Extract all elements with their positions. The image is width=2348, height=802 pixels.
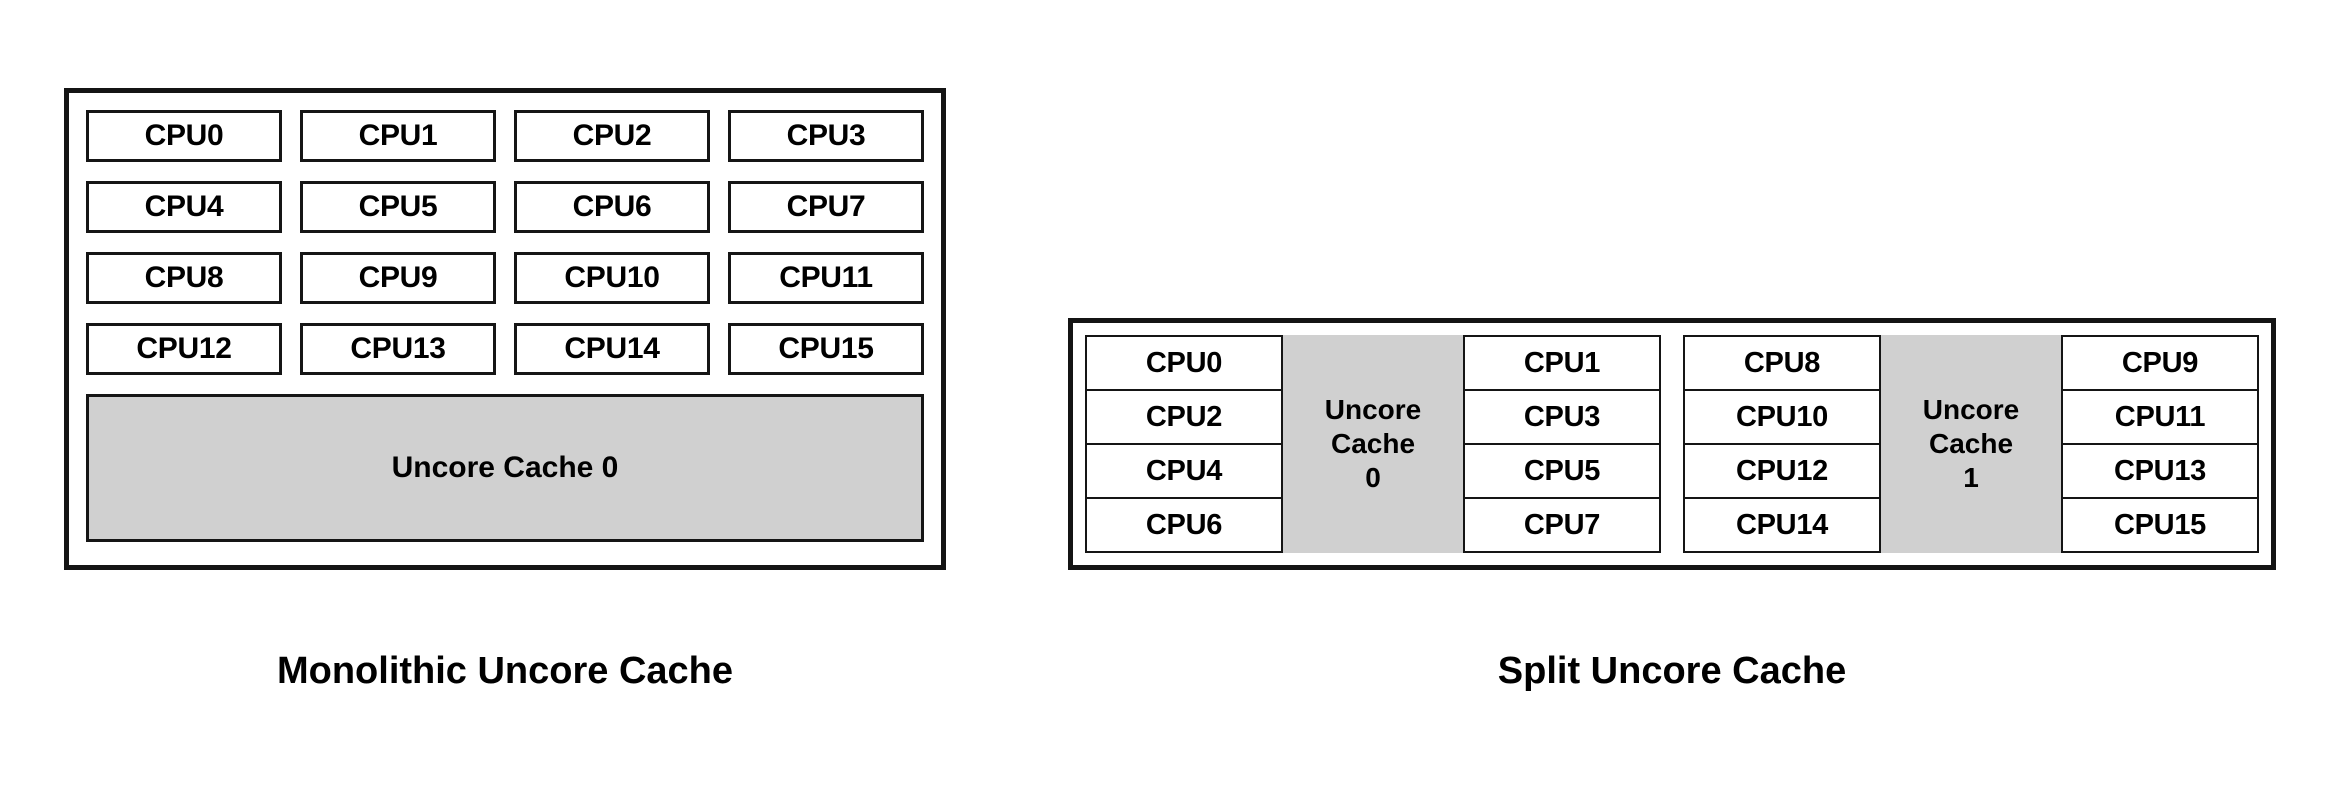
cluster-left-cpu-column: CPU8 CPU10 CPU12 CPU14: [1683, 335, 1881, 553]
cpu-box: CPU14: [514, 323, 710, 375]
cpu-label: CPU15: [778, 332, 874, 365]
uncore-cache-label-line2: Cache: [1330, 427, 1416, 459]
cpu-box: CPU5: [1463, 443, 1661, 499]
cpu-box: CPU6: [514, 181, 710, 233]
split-cluster-row: CPU0 CPU2 CPU4 CPU6 Uncore Cache 0 CPU1 …: [1085, 335, 2259, 553]
cpu-box: CPU9: [2061, 335, 2259, 391]
cpu-label: CPU5: [358, 190, 438, 223]
cpu-label: CPU3: [1523, 400, 1601, 433]
cpu-label: CPU1: [1523, 346, 1601, 379]
cpu-box: CPU8: [86, 252, 282, 304]
cpu-box: CPU3: [728, 110, 924, 162]
cpu-box: CPU1: [1463, 335, 1661, 391]
monolithic-cpu-grid: CPU0 CPU1 CPU2 CPU3 CPU4 CPU5 CPU6 CPU7 …: [86, 110, 924, 375]
monolithic-figure-caption: Monolithic Uncore Cache: [276, 650, 734, 692]
cpu-label: CPU8: [1743, 346, 1821, 379]
cpu-label: CPU0: [1145, 346, 1223, 379]
cpu-box: CPU2: [1085, 389, 1283, 445]
cpu-label: CPU2: [572, 119, 652, 152]
cpu-box: CPU12: [1683, 443, 1881, 499]
cpu-label: CPU7: [786, 190, 866, 223]
uncore-cache-label-line1: Uncore: [1922, 393, 2020, 425]
cpu-label: CPU7: [1523, 508, 1601, 541]
cpu-box: CPU4: [86, 181, 282, 233]
cpu-label: CPU0: [144, 119, 224, 152]
cpu-label: CPU4: [144, 190, 224, 223]
cluster-right-cpu-column: CPU1 CPU3 CPU5 CPU7: [1463, 335, 1661, 553]
cpu-box: CPU2: [514, 110, 710, 162]
cpu-label: CPU9: [358, 261, 438, 294]
cpu-box: CPU7: [1463, 497, 1661, 553]
cpu-label: CPU4: [1145, 454, 1223, 487]
cpu-label: CPU3: [786, 119, 866, 152]
cluster-right-cpu-column: CPU9 CPU11 CPU13 CPU15: [2061, 335, 2259, 553]
cpu-label: CPU8: [144, 261, 224, 294]
split-cluster: CPU0 CPU2 CPU4 CPU6 Uncore Cache 0 CPU1 …: [1085, 335, 1661, 553]
cpu-box: CPU11: [2061, 389, 2259, 445]
cpu-label: CPU11: [779, 261, 873, 294]
cpu-box: CPU15: [2061, 497, 2259, 553]
cpu-box: CPU9: [300, 252, 496, 304]
cpu-box: CPU0: [86, 110, 282, 162]
cpu-label: CPU10: [564, 261, 660, 294]
split-cluster: CPU8 CPU10 CPU12 CPU14 Uncore Cache 1 CP…: [1683, 335, 2259, 553]
cpu-label: CPU2: [1145, 400, 1223, 433]
split-figure-caption: Split Uncore Cache: [1497, 650, 1847, 692]
cpu-label: CPU1: [358, 119, 438, 152]
cpu-label: CPU13: [350, 332, 446, 365]
cpu-label: CPU11: [2114, 400, 2206, 433]
cpu-label: CPU13: [2114, 454, 2206, 487]
cpu-box: CPU8: [1683, 335, 1881, 391]
cpu-label: CPU15: [2114, 508, 2206, 541]
cpu-label: CPU9: [2121, 346, 2199, 379]
cpu-label: CPU14: [564, 332, 660, 365]
uncore-cache-label-line3: 0: [1365, 462, 1381, 494]
cpu-box: CPU0: [1085, 335, 1283, 391]
cpu-label: CPU12: [136, 332, 232, 365]
cpu-box: CPU1: [300, 110, 496, 162]
cpu-label: CPU14: [1736, 508, 1828, 541]
cpu-box: CPU15: [728, 323, 924, 375]
cpu-label: CPU10: [1736, 400, 1828, 433]
cpu-box: CPU3: [1463, 389, 1661, 445]
cpu-box: CPU6: [1085, 497, 1283, 553]
cpu-box: CPU10: [1683, 389, 1881, 445]
cpu-label: CPU6: [572, 190, 652, 223]
cpu-box: CPU5: [300, 181, 496, 233]
uncore-cache-block: Uncore Cache 0: [86, 394, 924, 542]
cluster-left-cpu-column: CPU0 CPU2 CPU4 CPU6: [1085, 335, 1283, 553]
cpu-box: CPU7: [728, 181, 924, 233]
cpu-box: CPU11: [728, 252, 924, 304]
uncore-cache-label-line3: 1: [1963, 462, 1979, 494]
split-uncore-cache-figure: CPU0 CPU2 CPU4 CPU6 Uncore Cache 0 CPU1 …: [1068, 318, 2276, 570]
cpu-box: CPU13: [2061, 443, 2259, 499]
uncore-cache-block: Uncore Cache 0: [1283, 335, 1463, 553]
uncore-cache-label: Uncore Cache 0: [391, 451, 619, 484]
monolithic-uncore-cache-figure: CPU0 CPU1 CPU2 CPU3 CPU4 CPU5 CPU6 CPU7 …: [64, 88, 946, 570]
cpu-box: CPU4: [1085, 443, 1283, 499]
uncore-cache-label-line2: Cache: [1928, 427, 2014, 459]
cpu-label: CPU6: [1145, 508, 1223, 541]
uncore-cache-label-line1: Uncore: [1324, 393, 1422, 425]
cpu-box: CPU13: [300, 323, 496, 375]
cpu-label: CPU12: [1736, 454, 1828, 487]
cpu-box: CPU14: [1683, 497, 1881, 553]
uncore-cache-block: Uncore Cache 1: [1881, 335, 2061, 553]
cpu-box: CPU10: [514, 252, 710, 304]
cpu-box: CPU12: [86, 323, 282, 375]
cpu-label: CPU5: [1523, 454, 1601, 487]
